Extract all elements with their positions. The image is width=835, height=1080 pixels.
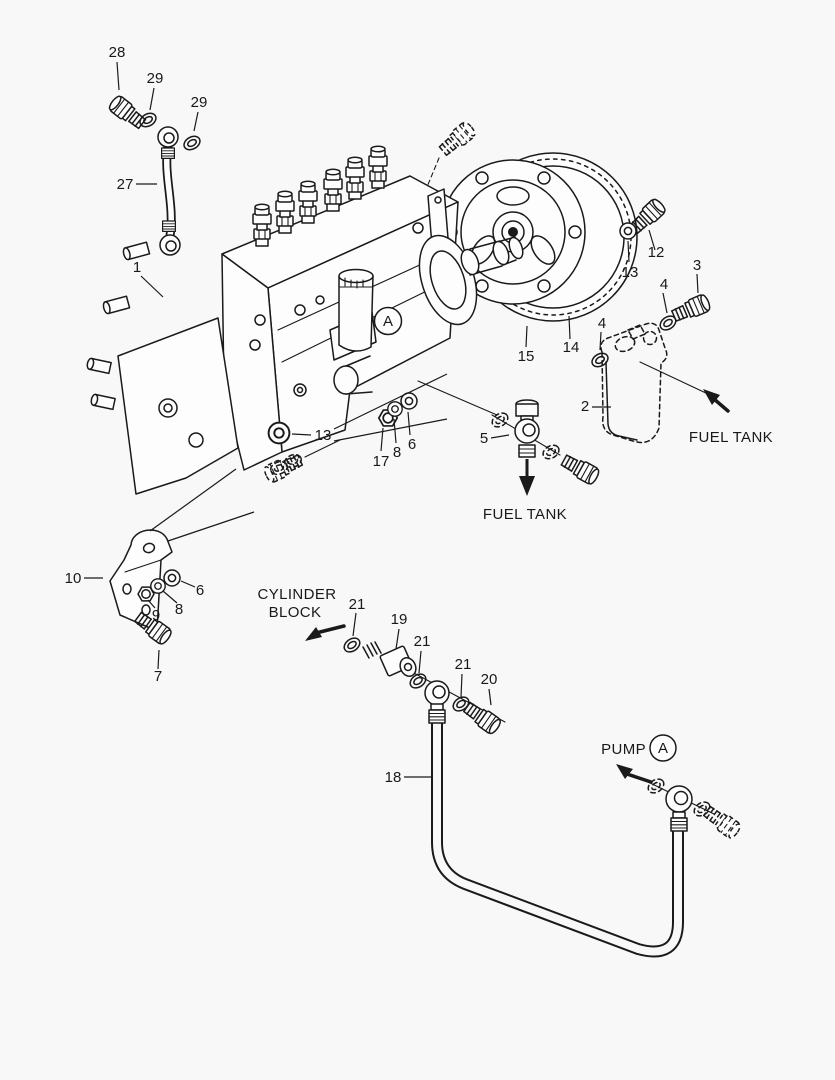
ref-marker-body-circle [373, 306, 403, 336]
callout-8-bracket: 8 [175, 601, 183, 618]
word-labels: FUEL TANK FUEL TANK CYLINDER BLOCK PUMP … [257, 313, 773, 758]
part-8-washer-center [387, 401, 403, 417]
callout-1: 1 [133, 259, 141, 276]
callout-21-a: 21 [349, 596, 366, 613]
callout-28: 28 [109, 44, 126, 61]
part-4-oring-upper [656, 312, 680, 334]
part-2-fuel-filter [600, 322, 668, 444]
part-9-nut [137, 586, 155, 602]
part-21-oring-a [340, 634, 364, 656]
part-10-bracket [109, 529, 173, 632]
callout-17: 17 [373, 453, 390, 470]
callout-4-lower: 4 [598, 315, 606, 332]
coupling-shaft [460, 236, 524, 276]
pump-arrow-icon [616, 764, 653, 784]
callout-numbers: 28 29 29 27 1 12 13 3 4 4 14 15 2 13 17 … [65, 44, 702, 786]
part-18-fuel-hose [424, 680, 693, 958]
label-fuel-tank-right: FUEL TANK [689, 429, 773, 446]
part-bolt-near-5 [558, 451, 602, 487]
callout-13-center: 13 [315, 427, 332, 444]
callout-20: 20 [481, 671, 498, 688]
callout-9: 9 [152, 607, 160, 624]
label-cylinder-block-line1: CYLINDER [257, 586, 336, 603]
label-pump: PUMP [601, 741, 646, 758]
callout-18: 18 [385, 769, 402, 786]
fuel-tank-arrow-right-icon [639, 361, 730, 413]
callout-3: 3 [693, 257, 701, 274]
callout-12: 12 [648, 244, 665, 261]
part-13-washer-gear [619, 222, 637, 240]
callout-13-gear: 13 [622, 264, 639, 281]
part-29-oring-b [180, 132, 204, 154]
part-27-overflow-pipe [157, 126, 181, 256]
fuel-tank-arrow-bottom-icon [519, 459, 535, 496]
part-1-pump-body [86, 145, 478, 495]
callout-29-b: 29 [191, 94, 208, 111]
callout-2: 2 [581, 398, 589, 415]
leader-ref-bolt [304, 439, 341, 458]
ref-orings-bolt-right-dashed [644, 775, 744, 841]
part-20-bolt [461, 698, 504, 737]
callout-8-center: 8 [393, 444, 401, 461]
callout-14: 14 [563, 339, 580, 356]
callout-5: 5 [480, 430, 488, 447]
callout-15: 15 [518, 348, 535, 365]
part-13-washer-center [267, 421, 291, 445]
callout-21-c: 21 [455, 656, 472, 673]
ref-marker-body-letter: A [383, 313, 393, 330]
leader-lines [84, 61, 699, 778]
ref-marker-pump-letter: A [658, 740, 668, 757]
ref-bolt-top-dashed [426, 119, 479, 188]
callout-19: 19 [391, 611, 408, 628]
callout-27: 27 [117, 176, 134, 193]
label-cylinder-block-line2: BLOCK [269, 604, 322, 621]
cylinder-block-arrow-icon [305, 624, 346, 641]
callout-6-bracket: 6 [196, 582, 204, 599]
part-4-oring-lower [588, 349, 612, 371]
callout-29-a: 29 [147, 70, 164, 87]
callout-7: 7 [154, 668, 162, 685]
part-19-connector [362, 641, 417, 677]
ref-marker-pump-circle [649, 734, 677, 762]
callout-6-center: 6 [408, 436, 416, 453]
callout-10: 10 [65, 570, 82, 587]
part-6-washer-bracket [163, 569, 181, 587]
callout-4-upper: 4 [660, 276, 668, 293]
label-fuel-tank-bottom: FUEL TANK [483, 506, 567, 523]
part-5-banjo-fitting [488, 399, 563, 463]
part-3-bolt [669, 292, 713, 326]
callout-21-b: 21 [414, 633, 431, 650]
